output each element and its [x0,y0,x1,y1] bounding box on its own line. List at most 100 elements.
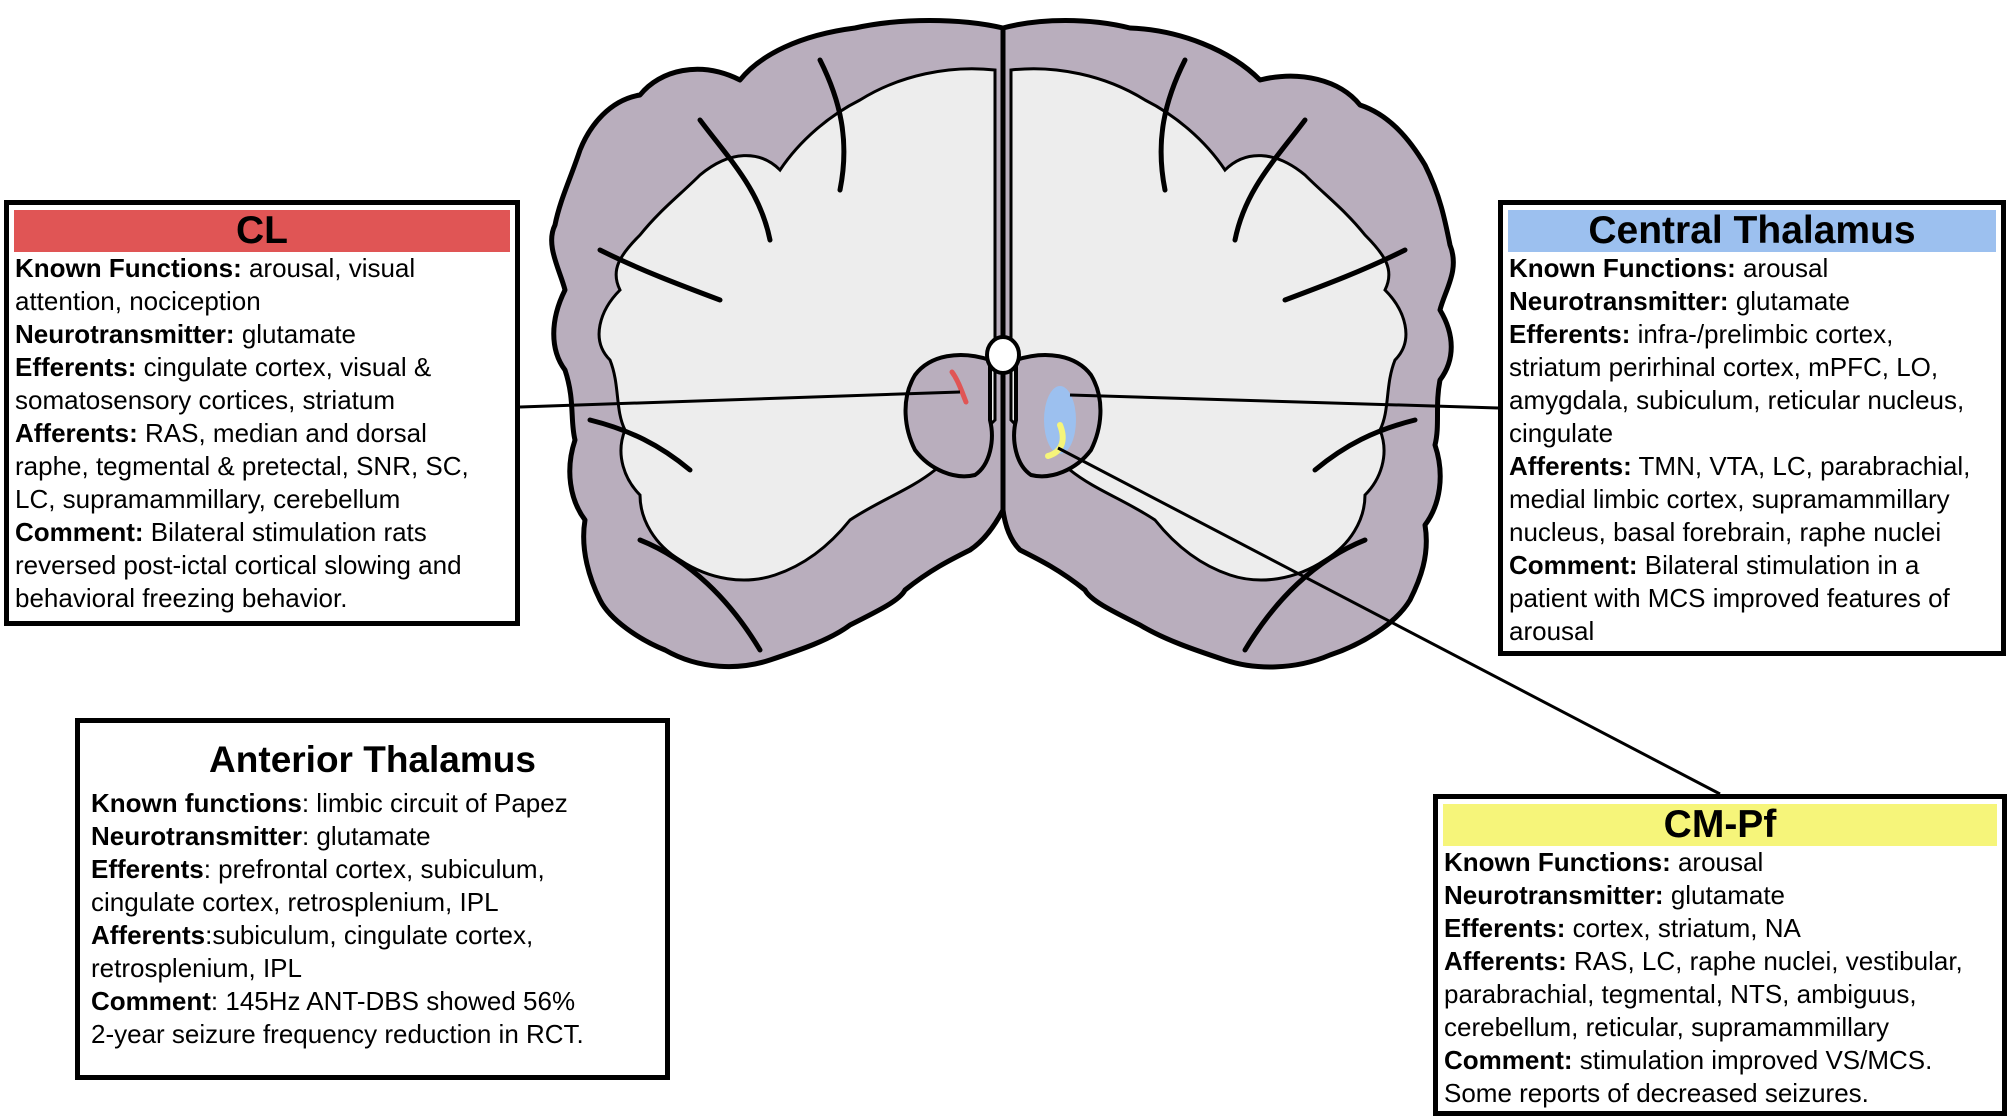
cmpf-row: Efferents: cortex, striatum, NA [1444,912,1996,945]
cmpf-row-label: Afferents: [1444,946,1567,976]
central-row: cingulate [1509,417,1995,450]
central-row-text: Bilateral stimulation in a [1637,550,1920,580]
cmpf-row-text: Some reports of decreased seizures. [1444,1078,1869,1108]
anterior-row: Comment: 145Hz ANT-DBS showed 56% [91,985,659,1018]
cl-row-text: cingulate cortex, visual & [136,352,432,382]
brain-white-matter [597,67,1408,582]
central-row: Afferents: TMN, VTA, LC, parabrachial, [1509,450,1995,483]
cl-row: LC, supramammillary, cerebellum [15,483,509,516]
cl-row: reversed post-ictal cortical slowing and [15,549,509,582]
central-row-text: medial limbic cortex, supramammillary [1509,484,1950,514]
right-white-matter [1009,67,1408,582]
anterior-thalamus-title: Anterior Thalamus [209,739,536,780]
cl-row-text: Bilateral stimulation rats [143,517,427,547]
central-thalamus-highlight [1044,386,1076,454]
cl-row-label: Known Functions: [15,253,242,283]
anterior-row-text: retrosplenium, IPL [91,953,302,983]
central-row-text: patient with MCS improved features of [1509,583,1950,613]
central-row-text: amygdala, subiculum, reticular nucleus, [1509,385,1965,415]
cl-row: Known Functions: arousal, visual [15,252,509,285]
cl-row: Afferents: RAS, median and dorsal [15,417,509,450]
anterior-row-text: : prefrontal cortex, subiculum, [203,854,545,884]
cmpf-row: Neurotransmitter: glutamate [1444,879,1996,912]
cmpf-row: Afferents: RAS, LC, raphe nuclei, vestib… [1444,945,1996,978]
central-row-text: glutamate [1728,286,1850,316]
sulcus [697,117,773,243]
anterior-row: Neurotransmitter: glutamate [91,820,659,853]
cmpf-row-text: cerebellum, reticular, supramammillary [1444,1012,1890,1042]
anterior-row: Efferents: prefrontal cortex, subiculum, [91,853,659,886]
central-row-text: TMN, VTA, LC, parabrachial, [1631,451,1971,481]
anterior-row: cingulate cortex, retrosplenium, IPL [91,886,659,919]
anterior-row-text: cingulate cortex, retrosplenium, IPL [91,887,499,917]
sulcus [1242,537,1368,653]
anterior-row-label: Afferents [91,920,206,950]
central-row: Known Functions: arousal [1509,252,1995,285]
connector-lines [519,390,1721,796]
anterior-row: Known functions: limbic circuit of Papez [91,787,659,820]
cmpf-row: cerebellum, reticular, supramammillary [1444,1011,1996,1044]
cmpf-row-label: Comment: [1444,1045,1573,1075]
anterior-row-text: : limbic circuit of Papez [301,788,568,818]
anterior-row-label: Comment [91,986,211,1016]
cl-row-text: LC, supramammillary, cerebellum [15,484,401,514]
cl-row: Comment: Bilateral stimulation rats [15,516,509,549]
anterior-row-text: : 145Hz ANT-DBS showed 56% [210,986,576,1016]
cmpf-row-text: cortex, striatum, NA [1565,913,1801,943]
sulcus [1232,117,1308,243]
cmpf-row-text: arousal [1670,847,1764,877]
central-row-text: nucleus, basal forebrain, raphe nuclei [1509,517,1942,547]
cl-row: behavioral freezing behavior. [15,582,509,615]
anterior-thalamus-info-box: Anterior Thalamus Known functions: limbi… [75,718,670,1080]
cmpf-row-label: Neurotransmitter: [1444,880,1664,910]
cmpf-row-text: stimulation improved VS/MCS. [1572,1045,1933,1075]
central-row-text: arousal [1509,616,1595,646]
cl-row: attention, nociception [15,285,509,318]
central-row: amygdala, subiculum, reticular nucleus, [1509,384,1995,417]
ventricle [985,335,1021,375]
central-connector-line [1069,393,1499,410]
central-row: Efferents: infra-/prelimbic cortex, [1509,318,1995,351]
central-row-text: striatum perirhinal cortex, mPFC, LO, [1509,352,1939,382]
anterior-thalamus-body: Known functions: limbic circuit of Papez… [80,787,665,1051]
cmpf-connector-line [1057,446,1721,796]
cmpf-row-label: Efferents: [1444,913,1566,943]
central-row-text: infra-/prelimbic cortex, [1630,319,1894,349]
central-thalamus-info-box: Central Thalamus Known Functions: arousa… [1498,200,2006,656]
cl-row: somatosensory cortices, striatum [15,384,509,417]
cl-row: raphe, tegmental & pretectal, SNR, SC, [15,450,509,483]
cl-row-label: Neurotransmitter: [15,319,235,349]
brain-sulci [587,57,1418,653]
sulcus [597,247,723,303]
cmpf-row: Some reports of decreased seizures. [1444,1077,1996,1110]
cmpf-row: parabrachial, tegmental, NTS, ambiguus, [1444,978,1996,1011]
sulcus [1312,417,1418,473]
cl-row-text: behavioral freezing behavior. [15,583,348,613]
central-row: arousal [1509,615,1995,648]
cmpf-row: Known Functions: arousal [1444,846,1996,879]
central-row: striatum perirhinal cortex, mPFC, LO, [1509,351,1995,384]
central-row-label: Neurotransmitter: [1509,286,1729,316]
cl-row-text: glutamate [234,319,356,349]
cmpf-row-text: RAS, LC, raphe nuclei, vestibular, [1566,946,1963,976]
sulcus [637,537,763,653]
cl-row: Efferents: cingulate cortex, visual & [15,351,509,384]
central-thalamus-title: Central Thalamus [1508,210,1996,252]
sulcus [1158,57,1188,193]
central-row: patient with MCS improved features of [1509,582,1995,615]
central-row-label: Known Functions: [1509,253,1736,283]
anterior-row-label: Known functions [91,788,302,818]
anterior-row-text: :subiculum, cingulate cortex, [205,920,534,950]
cl-row-text: reversed post-ictal cortical slowing and [15,550,462,580]
anterior-row-label: Efferents [91,854,204,884]
cl-row-text: raphe, tegmental & pretectal, SNR, SC, [15,451,469,481]
anterior-row: retrosplenium, IPL [91,952,659,985]
anterior-row-text: : glutamate [301,821,431,851]
central-row-text: arousal [1735,253,1829,283]
cl-row-label: Comment: [15,517,144,547]
central-row-text: cingulate [1509,418,1614,448]
